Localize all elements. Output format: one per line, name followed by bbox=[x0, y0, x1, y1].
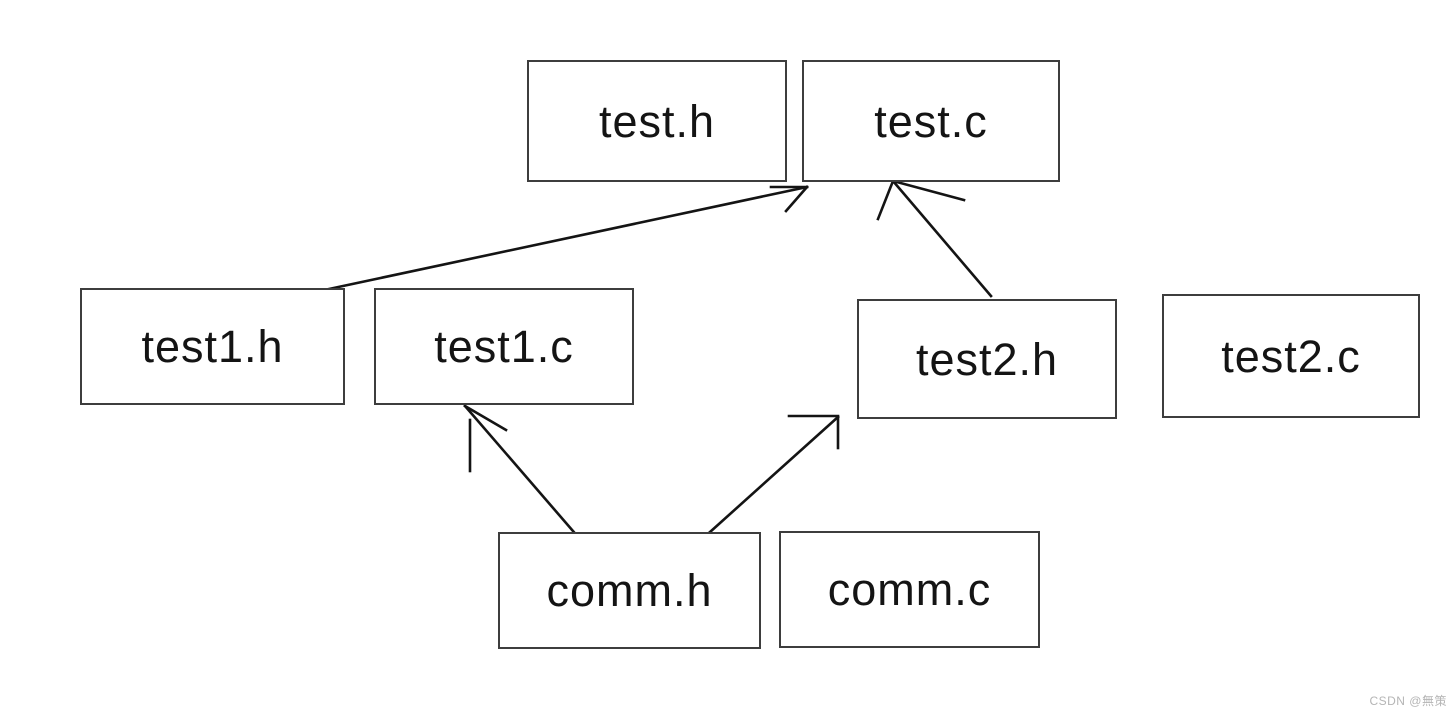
file-box-label: test.c bbox=[874, 95, 988, 147]
file-box-test2-c: test2.c bbox=[1162, 294, 1420, 418]
file-box-label: test1.c bbox=[434, 321, 574, 372]
file-box-comm-h: comm.h bbox=[498, 532, 761, 649]
arrow-test1h-to-testc bbox=[266, 185, 809, 304]
file-box-label: test2.h bbox=[915, 333, 1059, 385]
file-box-test2-h: test2.h bbox=[857, 299, 1117, 419]
file-box-test1-h: test1.h bbox=[80, 288, 345, 405]
file-box-label: test2.c bbox=[1221, 330, 1361, 382]
file-box-label: test.h bbox=[598, 95, 716, 147]
file-box-test-h: test.h bbox=[527, 60, 787, 182]
file-box-test-c: test.c bbox=[802, 60, 1060, 182]
file-box-test1-c: test1.c bbox=[374, 288, 634, 405]
arrow-test2h-to-testc bbox=[876, 179, 993, 298]
file-box-label: comm.c bbox=[827, 564, 992, 615]
csdn-watermark: CSDN @無策 bbox=[1369, 694, 1447, 708]
file-box-label: comm.h bbox=[546, 565, 713, 616]
file-box-label: test1.h bbox=[141, 321, 284, 372]
file-box-comm-c: comm.c bbox=[779, 531, 1040, 648]
